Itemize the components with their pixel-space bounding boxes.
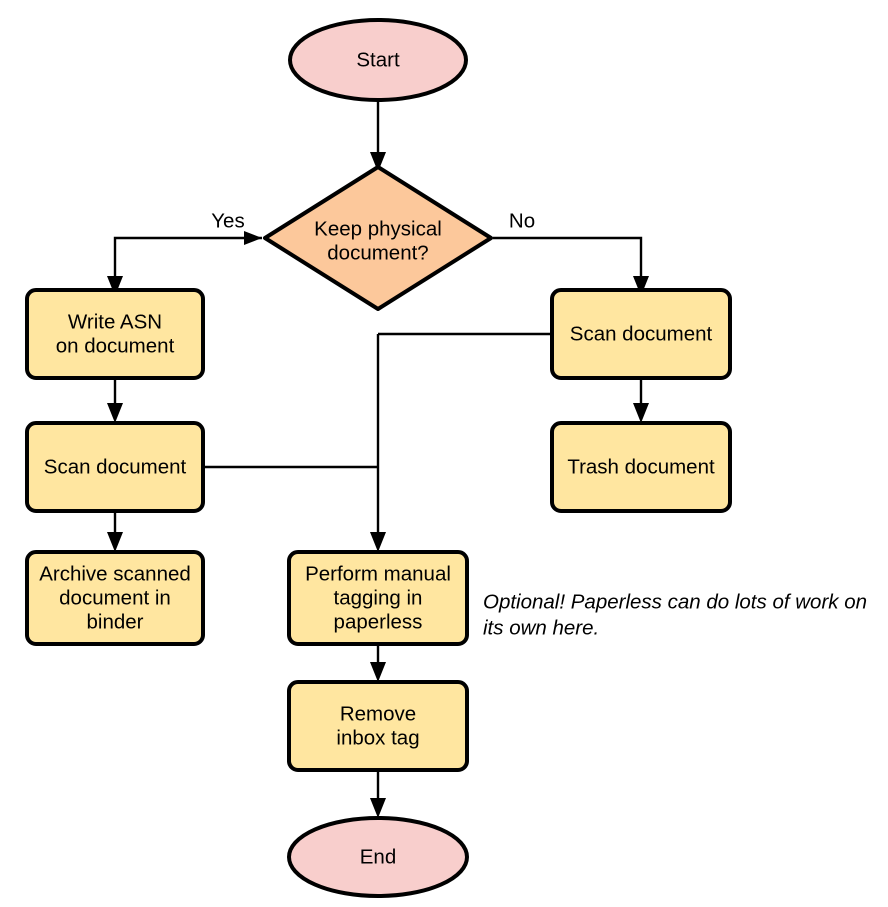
start-ellipse-shape bbox=[288, 18, 468, 102]
optional-note-line1: Optional! Paperless can do lots of work … bbox=[483, 590, 867, 613]
write-asn-box-shape bbox=[25, 288, 205, 380]
node-scan-document-right[interactable]: Scan document bbox=[550, 288, 732, 380]
archive-label-line3: binder bbox=[87, 610, 144, 633]
scan-document-left-label: Scan document bbox=[44, 455, 187, 478]
decision-diamond-shape bbox=[263, 165, 493, 311]
scan-document-left-box-shape bbox=[25, 421, 205, 513]
edge-label-no: No bbox=[509, 209, 535, 232]
node-archive-scanned-document[interactable]: Archive scanned document in binder bbox=[25, 550, 205, 646]
edge-decision-yes-to-write-asn bbox=[107, 231, 262, 296]
scan-document-right-label: Scan document bbox=[570, 322, 713, 345]
optional-note-line2: its own here. bbox=[483, 616, 599, 639]
node-remove-inbox-tag[interactable]: Remove inbox tag bbox=[287, 680, 469, 772]
node-scan-document-left[interactable]: Scan document bbox=[25, 421, 205, 513]
edge-scan-left-to-archive bbox=[107, 510, 123, 552]
edge-manual-tagging-to-remove-inbox bbox=[370, 644, 386, 682]
edge-start-to-decision bbox=[370, 100, 386, 172]
remove-inbox-tag-label-line2: inbox tag bbox=[336, 726, 419, 749]
node-end[interactable]: End bbox=[287, 816, 469, 898]
remove-inbox-tag-box-shape bbox=[287, 680, 469, 772]
decision-label-line1: Keep physical bbox=[314, 217, 442, 240]
node-start[interactable]: Start bbox=[288, 18, 468, 102]
archive-label-line1: Archive scanned bbox=[39, 562, 191, 585]
write-asn-label-line1: Write ASN bbox=[68, 310, 162, 333]
node-keep-physical-document-decision[interactable]: Keep physical document? bbox=[263, 165, 493, 311]
manual-tagging-label-line2: tagging in bbox=[334, 586, 423, 609]
trash-document-box-shape bbox=[550, 421, 732, 513]
node-trash-document[interactable]: Trash document bbox=[550, 421, 732, 513]
archive-box-shape bbox=[25, 550, 205, 646]
end-label: End bbox=[360, 845, 396, 868]
node-write-asn-on-document[interactable]: Write ASN on document bbox=[25, 288, 205, 380]
manual-tagging-label-line3: paperless bbox=[334, 610, 423, 633]
edge-remove-inbox-to-end bbox=[370, 770, 386, 818]
end-ellipse-shape bbox=[287, 816, 469, 898]
edge-write-asn-to-scan-left bbox=[107, 378, 123, 423]
node-perform-manual-tagging[interactable]: Perform manual tagging in paperless bbox=[287, 550, 469, 646]
write-asn-label-line2: on document bbox=[56, 334, 175, 357]
archive-label-line2: document in bbox=[59, 586, 171, 609]
remove-inbox-tag-label-line1: Remove bbox=[340, 702, 416, 725]
edge-trunk-to-manual-tagging bbox=[370, 334, 386, 552]
manual-tagging-label-line1: Perform manual bbox=[305, 562, 451, 585]
start-label: Start bbox=[356, 48, 400, 71]
edge-scan-right-to-trash bbox=[633, 378, 649, 423]
scan-document-right-box-shape bbox=[550, 288, 732, 380]
decision-label-line2: document? bbox=[327, 241, 428, 264]
trash-document-label: Trash document bbox=[567, 455, 715, 478]
edge-label-yes: Yes bbox=[211, 209, 244, 232]
manual-tagging-box-shape bbox=[287, 550, 469, 646]
edge-decision-no-to-scan-right bbox=[475, 231, 649, 296]
